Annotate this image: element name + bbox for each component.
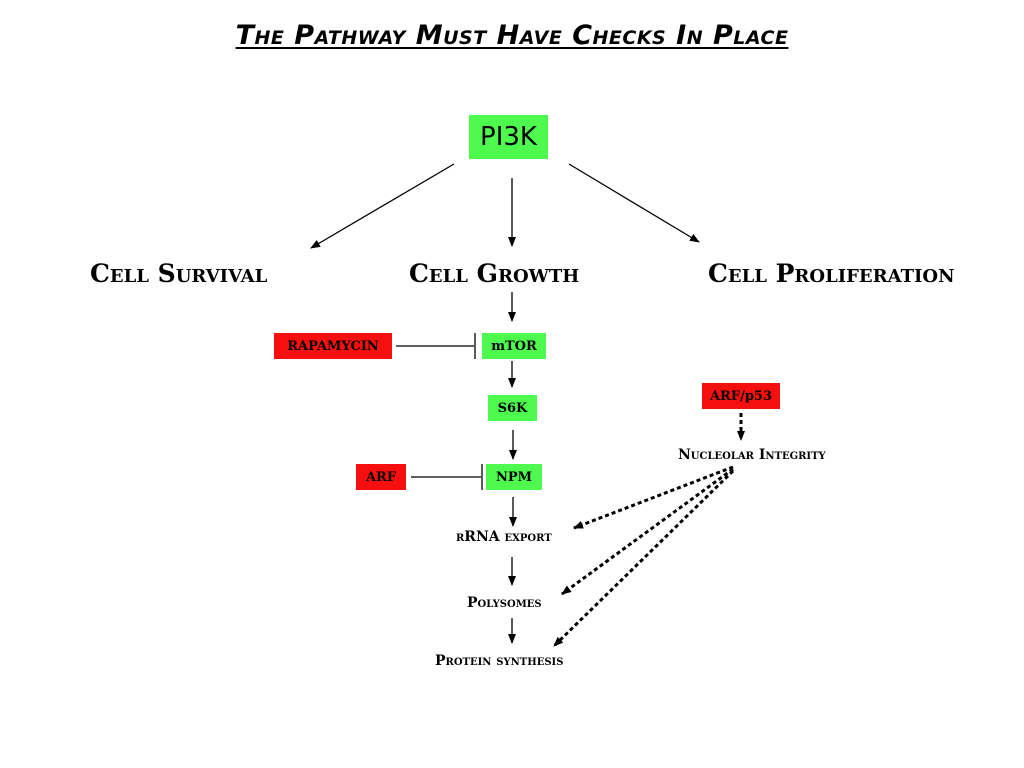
cell-survival-label: Cell Survival	[90, 259, 268, 288]
nucleolar-integrity-label: Nucleolar Integrity	[678, 447, 826, 463]
arf-node: ARF	[356, 464, 406, 490]
rapamycin-node: RAPAMYCIN	[274, 333, 392, 359]
arrow-pi3k-to-survival	[310, 163, 455, 249]
protein-synthesis-label: Protein synthesis	[435, 653, 564, 669]
pi3k-node: PI3K	[469, 115, 548, 159]
rrna-export-label: rRNA export	[456, 529, 552, 545]
arrow-pi3k-to-proliferation	[568, 163, 700, 243]
cell-proliferation-label: Cell Proliferation	[708, 259, 955, 288]
mtor-node: mTOR	[482, 333, 546, 359]
slide-title: The Pathway Must Have Checks In Place	[235, 20, 789, 51]
cell-growth-label: Cell Growth	[409, 259, 580, 288]
polysomes-label: Polysomes	[467, 595, 542, 611]
arf-p53-node: ARF/p53	[702, 383, 780, 409]
s6k-node: S6K	[488, 395, 537, 421]
dotted-arrow-nucleolar-to-rrna	[573, 465, 734, 530]
dotted-arrow-nucleolar-to-polysomes	[561, 467, 734, 596]
npm-node: NPM	[486, 464, 542, 490]
dotted-arrow-nucleolar-to-protein	[552, 469, 735, 648]
